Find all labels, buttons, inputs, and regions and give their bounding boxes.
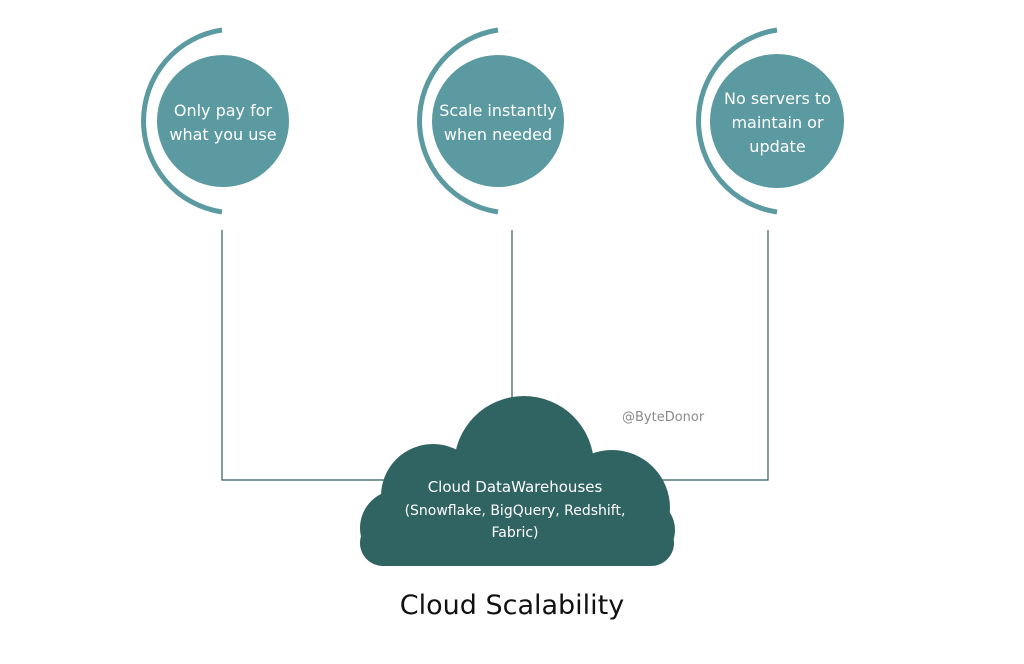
- cloud-subtitle: (Snowflake, BigQuery, Redshift, Fabric): [404, 503, 626, 541]
- benefit-circle-1: [157, 55, 289, 187]
- cloud-shape: [360, 396, 675, 566]
- benefit-label-3: No servers to maintain or update: [724, 89, 831, 156]
- connector-right: [660, 230, 769, 481]
- diagram-title: Cloud Scalability: [399, 590, 625, 621]
- connector-left: [221, 230, 400, 481]
- benefit-label-2: Scale instantly when needed: [439, 101, 557, 144]
- cloud-title: Cloud DataWarehouses: [427, 478, 603, 496]
- benefit-label-1: Only pay for what you use: [169, 101, 277, 144]
- accent-arc-3: [696, 27, 778, 215]
- connectors: [221, 230, 769, 481]
- watermark: @ByteDonor: [622, 410, 705, 425]
- benefit-circle-3: [710, 54, 844, 188]
- benefit-node-3: [696, 27, 844, 215]
- accent-arc-2: [417, 27, 499, 215]
- benefit-node-1: [141, 27, 289, 215]
- accent-arc-1: [141, 27, 223, 215]
- benefit-circle-2: [432, 55, 564, 187]
- benefit-node-2: [417, 27, 564, 215]
